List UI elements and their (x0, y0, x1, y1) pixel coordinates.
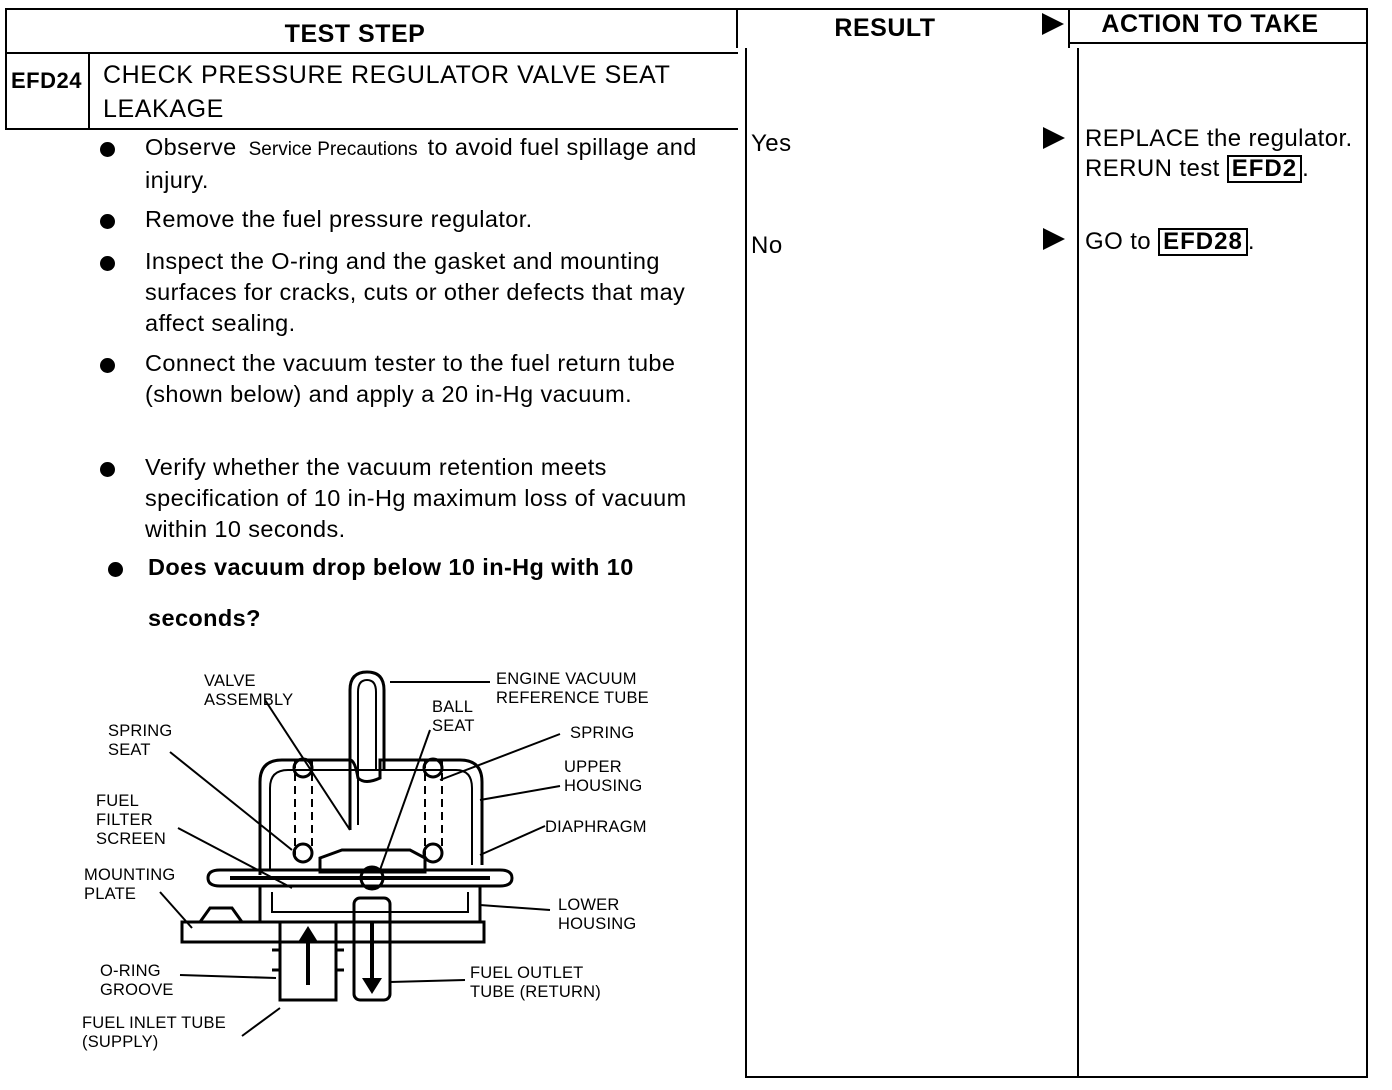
action-no-ref-link[interactable]: EFD28 (1158, 228, 1248, 256)
step-connect-text: Connect the vacuum tester to the fuel re… (145, 350, 676, 407)
action-no-text: GO to (1085, 228, 1152, 255)
step-observe-pre: Observe (145, 134, 237, 160)
action-no-period: . (1247, 228, 1255, 255)
test-title-line1: CHECK PRESSURE REGULATOR VALVE SEAT (103, 61, 671, 89)
result-yes-arrow-icon (1043, 127, 1065, 149)
label-engine-vacuum: ENGINE VACUUM REFERENCE TUBE (496, 670, 649, 707)
test-code: EFD24 (11, 68, 82, 93)
bullet-icon (100, 358, 115, 373)
bullet-icon (100, 462, 115, 477)
border-bottom (745, 1076, 1368, 1078)
title-divider (5, 128, 738, 130)
action-no: GO to EFD28. (1085, 227, 1375, 257)
col-divider-action (1068, 8, 1070, 48)
bullet-icon (100, 256, 115, 271)
label-lower-housing: LOWER HOUSING (558, 896, 637, 933)
label-fuel-outlet-tube: FUEL OUTLET TUBE (RETURN) (470, 964, 601, 1001)
pressure-regulator-diagram: VALVE ASSEMBLY ENGINE VACUUM REFERENCE T… (80, 660, 700, 1070)
label-valve-assembly: VALVE ASSEMBLY (204, 672, 294, 709)
action-yes: REPLACE the regulator. RERUN test EFD2. (1085, 124, 1375, 184)
action-yes-period: . (1302, 155, 1310, 182)
test-title-line2: LEAKAGE (103, 95, 224, 123)
header-divider-right (1068, 42, 1367, 44)
result-no: No (751, 232, 783, 259)
step-observe-post: to avoid fuel spillage and injury. (145, 134, 697, 193)
label-o-ring-groove: O-RING GROOVE (100, 962, 174, 999)
pressure-regulator-drawing (159, 670, 561, 1037)
label-spring-seat: SPRING SEAT (108, 722, 173, 759)
step-remove-text: Remove the fuel pressure regulator. (145, 206, 533, 232)
code-divider (88, 54, 90, 130)
action-yes-text: REPLACE the regulator. RERUN test (1085, 125, 1353, 182)
step-verify-text: Verify whether the vacuum retention meet… (145, 454, 687, 542)
header-test-step: TEST STEP (284, 20, 426, 48)
step-inspect-text: Inspect the O-ring and the gasket and mo… (145, 248, 686, 336)
col-divider-result-body (745, 48, 747, 1078)
action-yes-ref-link[interactable]: EFD2 (1226, 155, 1303, 183)
col-divider-action-body (1077, 48, 1079, 1078)
label-diaphragm: DIAPHRAGM (545, 818, 647, 836)
border-left (5, 8, 7, 130)
label-fuel-filter-screen: FUEL FILTER SCREEN (96, 792, 166, 848)
label-fuel-inlet-tube: FUEL INLET TUBE (SUPPLY) (82, 1014, 226, 1051)
step-question-line1: Does vacuum drop below 10 in-Hg with 10 (148, 554, 634, 580)
bullet-icon (100, 142, 115, 157)
border-right (1366, 8, 1368, 1078)
header-result: RESULT (834, 14, 936, 42)
label-spring: SPRING (570, 724, 635, 742)
result-no-arrow-icon (1043, 228, 1065, 250)
header-arrow-icon (1042, 13, 1064, 35)
header-action: ACTION TO TAKE (1101, 10, 1319, 38)
bullet-icon (108, 562, 123, 577)
result-yes: Yes (751, 130, 792, 157)
label-mounting-plate: MOUNTING PLATE (84, 866, 176, 903)
bullet-icon (100, 214, 115, 229)
step-question-line2: seconds? (148, 605, 261, 631)
border-top (5, 8, 1367, 10)
col-divider-result (736, 8, 738, 48)
service-precautions-link[interactable]: Service Precautions (248, 139, 418, 160)
label-upper-housing: UPPER HOUSING (564, 758, 643, 795)
header-divider (5, 52, 738, 54)
label-ball-seat: BALL SEAT (432, 698, 475, 735)
